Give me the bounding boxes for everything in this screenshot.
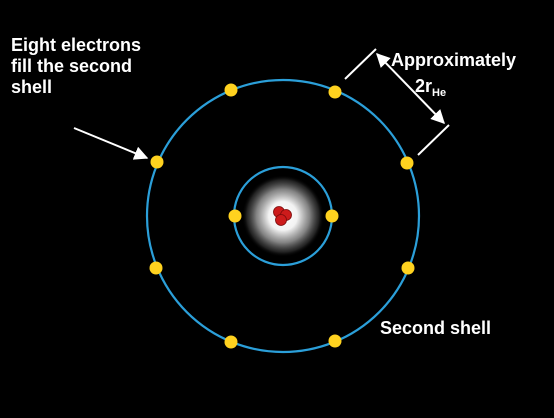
outer-electron [401,157,414,170]
outer-electron [151,156,164,169]
eight-electrons-label: Eight electrons fill the second shell [11,35,141,98]
nucleus-particle [276,215,287,226]
outer-electron [225,336,238,349]
outer-electron [329,335,342,348]
second-shell-label: Second shell [380,318,491,339]
radius-label: 2rHe [415,76,446,104]
dimension-tick-top [345,49,376,79]
eight-electrons-line-2: fill the second [11,56,141,77]
eight-electrons-line-1: Eight electrons [11,35,141,56]
outer-electron [150,262,163,275]
eight-electrons-line-3: shell [11,77,141,98]
inner-electron [229,210,242,223]
dimension-tick-bottom [418,125,449,155]
inner-electron [326,210,339,223]
radius-label-main: 2r [415,76,432,96]
pointer-arrow [74,128,147,158]
outer-electron [402,262,415,275]
radius-label-subscript: He [432,87,446,99]
outer-electron [225,84,238,97]
approximately-label: Approximately [391,50,516,71]
outer-electron [329,86,342,99]
